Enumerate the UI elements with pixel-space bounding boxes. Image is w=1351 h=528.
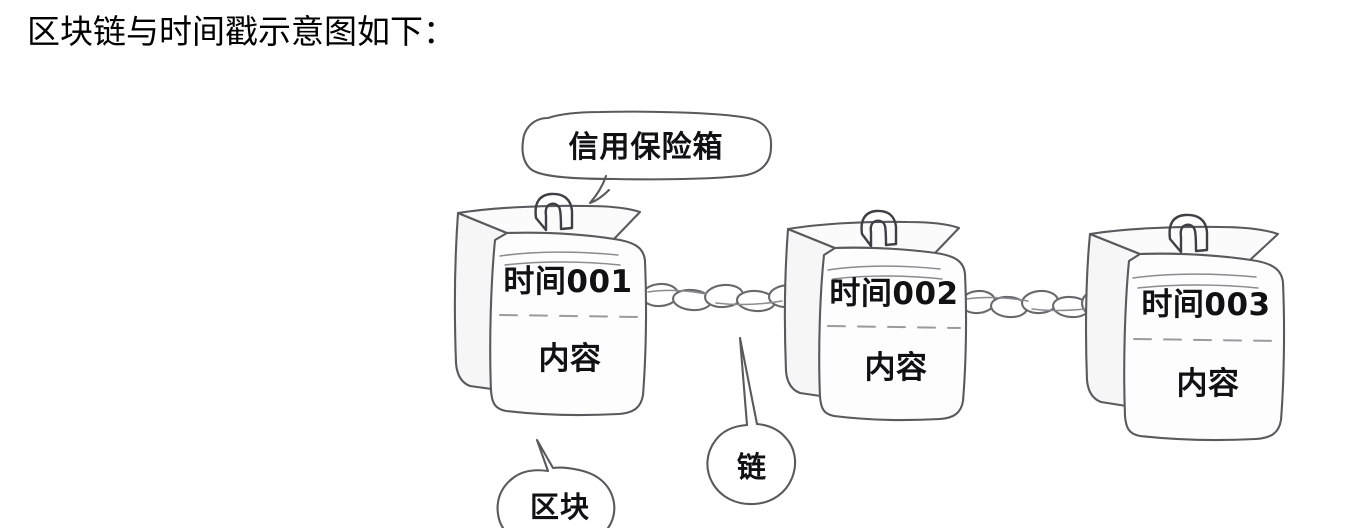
blockchain-diagram-canvas: 信用保险箱 bbox=[453, 110, 1286, 528]
annotation-chain-bubble bbox=[706, 336, 797, 506]
chain-highlight bbox=[647, 289, 707, 295]
annotation-chain: 链 bbox=[706, 336, 797, 506]
block-1-handle bbox=[534, 192, 574, 232]
block-2-separator bbox=[827, 325, 961, 329]
block-1-content-label: 内容 bbox=[539, 341, 602, 377]
chain-highlight bbox=[965, 296, 1029, 302]
annotation-block-label: 区块 bbox=[530, 490, 590, 524]
bubble-label: 信用保险箱 bbox=[569, 130, 724, 165]
chain-highlight bbox=[715, 300, 783, 306]
block-2-time-label: 时间002 bbox=[829, 276, 958, 312]
page-title: 区块链与时间戳示意图如下： bbox=[27, 12, 456, 51]
block-2-handle bbox=[860, 209, 898, 248]
annotation-block: 区块 bbox=[496, 438, 616, 528]
block-3-ledge bbox=[1132, 273, 1257, 279]
block-1-time-label: 时间001 bbox=[503, 264, 632, 300]
credit-safe-bubble: 信用保险箱 bbox=[521, 110, 773, 205]
block-3-content-label: 内容 bbox=[1177, 366, 1240, 402]
block-2-ledge bbox=[827, 265, 941, 271]
block-1: 时间001 内容 bbox=[453, 192, 648, 417]
block-2-front-face bbox=[818, 246, 968, 422]
block-3-front-face bbox=[1123, 252, 1286, 442]
block-1-separator bbox=[499, 314, 641, 318]
bubble-tail bbox=[588, 174, 611, 205]
annotation-block-bubble bbox=[496, 438, 616, 528]
block-2-content-label: 内容 bbox=[865, 350, 928, 386]
block-2: 时间002 内容 bbox=[783, 209, 968, 422]
block-1-front-face bbox=[489, 231, 648, 417]
block-3-separator bbox=[1133, 338, 1279, 342]
block-2-ledge bbox=[832, 275, 943, 280]
annotation-chain-label: 链 bbox=[737, 450, 767, 484]
block-1-ledge bbox=[499, 251, 619, 257]
block-3: 时间003 内容 bbox=[1084, 213, 1286, 442]
block-3-time-label: 时间003 bbox=[1141, 287, 1270, 323]
block-3-handle bbox=[1168, 213, 1209, 254]
block-1-ledge bbox=[504, 261, 621, 266]
blockchain-diagram: 信用保险箱 bbox=[0, 95, 1351, 528]
block-3-ledge bbox=[1137, 284, 1259, 289]
bubble-outline bbox=[521, 110, 773, 181]
